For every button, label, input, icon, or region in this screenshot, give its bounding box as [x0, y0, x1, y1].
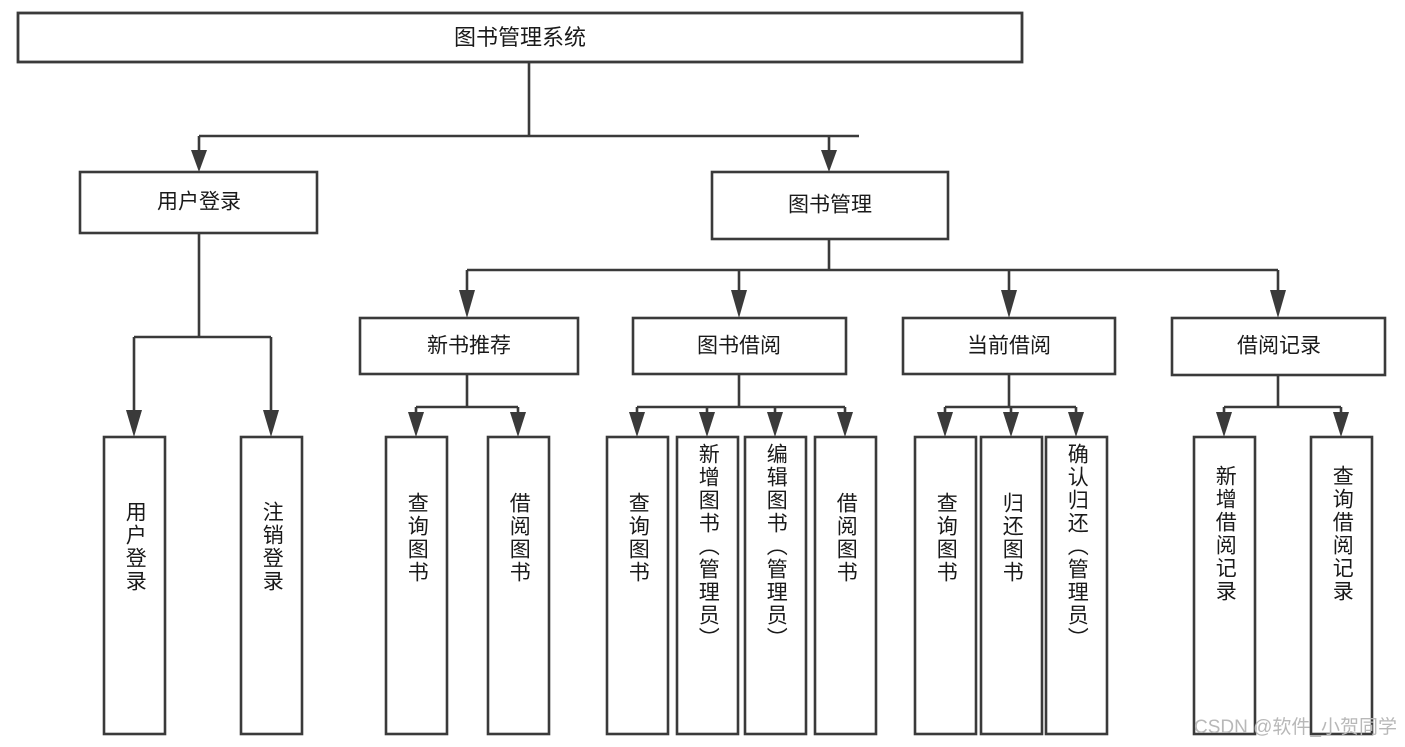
node-new-book-recommend-box[interactable]: [358, 316, 580, 376]
node-borrow-record-label: 借阅记录: [1237, 335, 1321, 358]
node-leaf-user-login-box[interactable]: [102, 435, 167, 736]
node-new-book-recommend[interactable]: 新书推荐: [358, 316, 580, 376]
node-user-login-label: 用户登录: [157, 191, 241, 214]
connector-layer: [126, 62, 1349, 437]
node-current-borrow-label: 当前借阅: [967, 335, 1051, 358]
node-leaf-edit-book-box[interactable]: [743, 435, 808, 736]
node-book-borrow-label: 图书借阅: [697, 335, 781, 358]
node-borrow-record-box[interactable]: [1170, 316, 1387, 377]
node-book-manage[interactable]: 图书管理: [710, 170, 950, 241]
node-leaf-return-book-box[interactable]: [979, 435, 1044, 736]
arrowhead-leaf-user-login: [126, 410, 142, 437]
node-leaf-logout-login-box[interactable]: [239, 435, 304, 736]
arrowhead-leaf-query-book-3: [937, 412, 953, 437]
node-leaf-query-book-1-box[interactable]: [384, 435, 449, 736]
arrowhead-borrow-record: [1270, 290, 1286, 318]
node-leaf-query-book-3-box[interactable]: [913, 435, 978, 736]
arrowhead-leaf-logout-login: [263, 410, 279, 437]
node-new-book-recommend-label: 新书推荐: [427, 335, 511, 358]
arrowhead-leaf-borrow-book-1: [510, 412, 526, 437]
node-book-manage-box[interactable]: [710, 170, 950, 241]
node-leaf-add-record-box[interactable]: [1192, 435, 1257, 736]
node-user-login[interactable]: 用户登录: [78, 170, 319, 235]
arrowhead-user-login: [191, 150, 207, 172]
arrowhead-current-borrow: [1001, 290, 1017, 318]
node-root-label: 图书管理系统: [454, 25, 586, 50]
arrowhead-leaf-query-book-2: [629, 412, 645, 437]
arrowhead-leaf-edit-book: [767, 412, 783, 437]
arrowhead-new-book-recommend: [459, 290, 475, 318]
arrowhead-leaf-query-book-1: [408, 412, 424, 437]
arrowhead-book-borrow: [731, 290, 747, 318]
node-leaf-borrow-book-2-box[interactable]: [813, 435, 878, 736]
node-user-login-box[interactable]: [78, 170, 319, 235]
node-current-borrow-box[interactable]: [901, 316, 1117, 376]
node-layer: 图书管理系统 用户登录 图书管理 新书推荐 图书借阅: [16, 11, 1387, 736]
node-root-box[interactable]: [16, 11, 1024, 64]
node-leaf-query-book-2-box[interactable]: [605, 435, 670, 736]
node-root[interactable]: 图书管理系统: [16, 11, 1024, 64]
arrowhead-book-manage: [821, 150, 837, 172]
node-leaf-borrow-book-1-box[interactable]: [486, 435, 551, 736]
arrowhead-leaf-query-record: [1333, 412, 1349, 437]
arrowhead-leaf-add-record: [1216, 412, 1232, 437]
arrowhead-leaf-borrow-book-2: [837, 412, 853, 437]
arrowhead-leaf-add-book: [699, 412, 715, 437]
arrowhead-leaf-confirm-return: [1068, 412, 1084, 437]
node-borrow-record[interactable]: 借阅记录: [1170, 316, 1387, 377]
node-current-borrow[interactable]: 当前借阅: [901, 316, 1117, 376]
node-book-manage-label: 图书管理: [788, 194, 872, 217]
node-book-borrow-box[interactable]: [631, 316, 848, 376]
node-leaf-add-book-box[interactable]: [675, 435, 740, 736]
node-leaf-query-record-box[interactable]: [1309, 435, 1374, 736]
node-leaf-confirm-return-box[interactable]: [1044, 435, 1109, 736]
node-book-borrow[interactable]: 图书借阅: [631, 316, 848, 376]
arrowhead-leaf-return-book: [1003, 412, 1019, 437]
